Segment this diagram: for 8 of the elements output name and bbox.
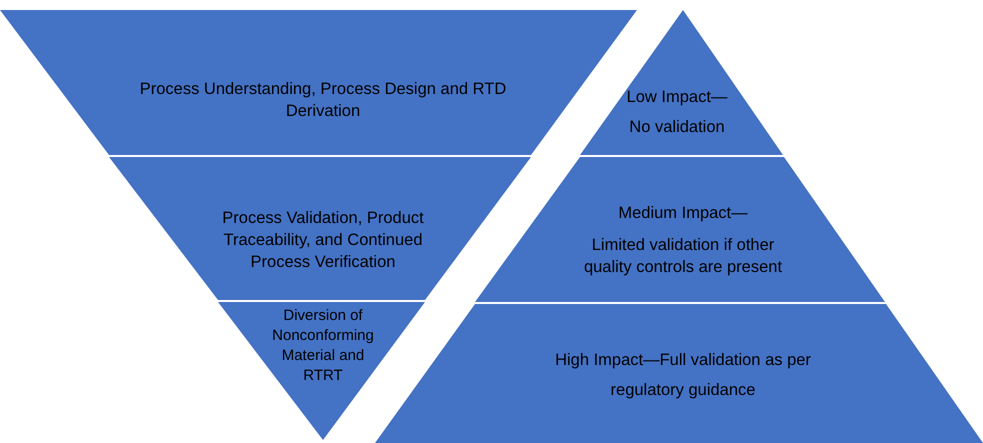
band-label: Low Impact— <box>626 87 728 108</box>
band-label: Limited validation if other quality controls are present <box>582 235 784 278</box>
band-label: Process Understanding, Process Design and RTD Derivation <box>138 79 508 122</box>
band-label: Medium Impact— <box>618 203 748 224</box>
band-label: Diversion of Nonconforming Material and RTRT <box>271 306 375 386</box>
band-label: No validation <box>629 117 725 138</box>
band-label: High Impact—Full validation as per regulatory guidance <box>554 350 812 401</box>
band-label: Process Validation, Product Traceability, and Continued Process Verification <box>221 208 425 273</box>
